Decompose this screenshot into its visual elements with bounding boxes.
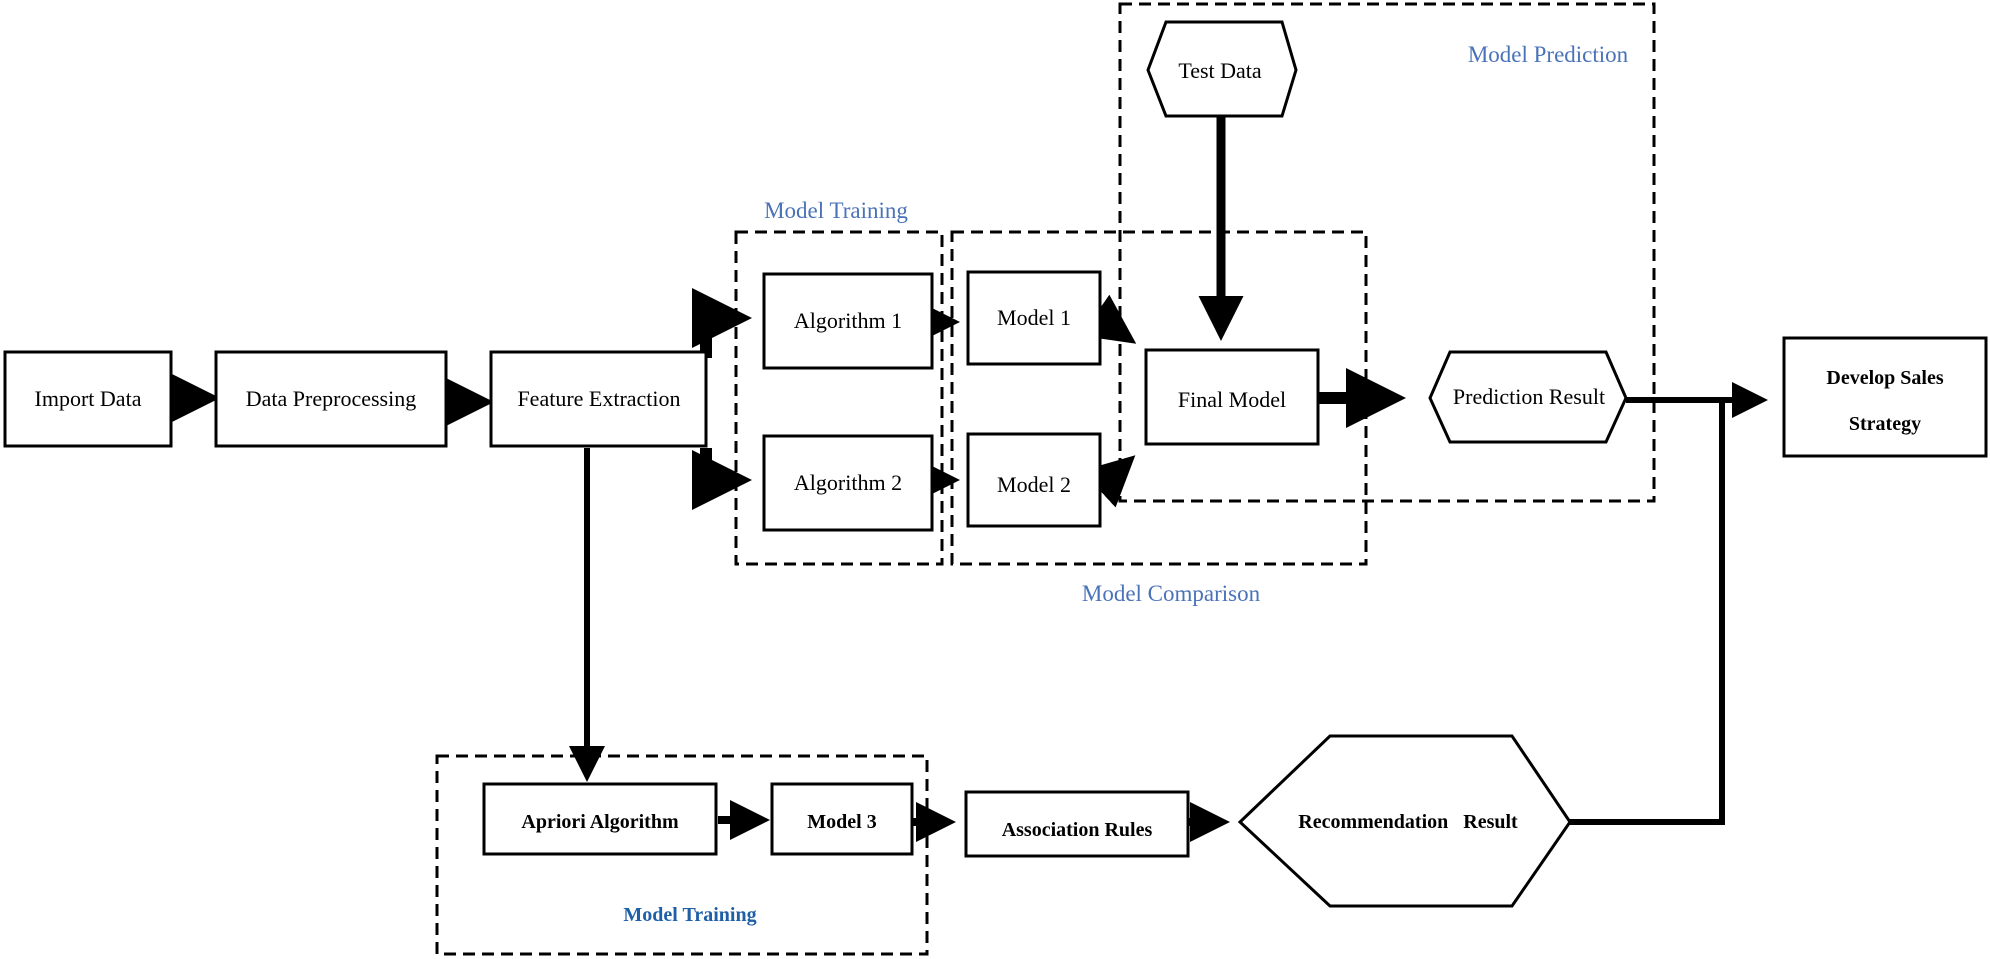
group-box-model-training-top <box>734 230 944 566</box>
node-label: Model 2 <box>997 472 1071 497</box>
node-algorithm-1: Algorithm 1 <box>762 272 934 370</box>
group-box-model-training-bottom <box>435 754 929 956</box>
node-label: Data Preprocessing <box>246 386 416 411</box>
node-label: Model 3 <box>807 811 876 833</box>
node-label: Feature Extraction <box>517 386 680 411</box>
group-label-model-prediction: Model Prediction <box>1468 42 1629 67</box>
node-label: Import Data <box>35 386 142 411</box>
node-label-line-1: Develop Sales <box>1826 367 1943 389</box>
node-algorithm-2: Algorithm 2 <box>762 434 934 532</box>
node-feature-extraction: Feature Extraction <box>489 350 708 448</box>
node-test-data: Test Data <box>1146 20 1298 118</box>
node-label: Algorithm 1 <box>794 308 902 333</box>
arrow-model-2-to-final <box>1081 455 1136 508</box>
node-final-model: Final Model <box>1144 348 1320 446</box>
node-model-1: Model 1 <box>966 270 1102 366</box>
node-label: Apriori Algorithm <box>521 811 679 833</box>
node-label: Association Rules <box>1002 819 1153 841</box>
node-label-line-2: Strategy <box>1849 413 1921 435</box>
node-label: Prediction Result <box>1453 384 1605 409</box>
node-label: Algorithm 2 <box>794 470 902 495</box>
arrow-feature-to-algorithm-2 <box>692 448 752 510</box>
line-recommendation-to-strategy <box>1570 400 1725 825</box>
group-label-model-training-bottom: Model Training <box>623 904 756 926</box>
node-apriori-algorithm: Apriori Algorithm <box>482 782 718 856</box>
group-label-model-training-top: Model Training <box>764 198 908 223</box>
connectors <box>160 116 1768 842</box>
node-label: Final Model <box>1178 387 1286 412</box>
arrow-feature-to-algorithm-1 <box>692 288 752 358</box>
node-develop-sales-strategy: Develop Sales Strategy <box>1782 336 1988 458</box>
node-data-preprocessing: Data Preprocessing <box>214 350 448 448</box>
node-import-data: Import Data <box>3 350 173 448</box>
node-model-2: Model 2 <box>966 432 1102 528</box>
group-label-model-comparison: Model Comparison <box>1082 581 1261 606</box>
node-association-rules: Association Rules <box>964 790 1190 858</box>
group-box-model-prediction <box>1118 2 1656 503</box>
node-label: Recommendation Result <box>1298 811 1518 833</box>
node-model-3: Model 3 <box>770 782 914 856</box>
node-recommendation-result: Recommendation Result <box>1237 734 1572 908</box>
node-prediction-result: Prediction Result <box>1428 350 1628 444</box>
node-label: Model 1 <box>997 305 1071 330</box>
arrow-model-1-to-final <box>1080 294 1137 344</box>
node-label: Test Data <box>1178 58 1262 83</box>
